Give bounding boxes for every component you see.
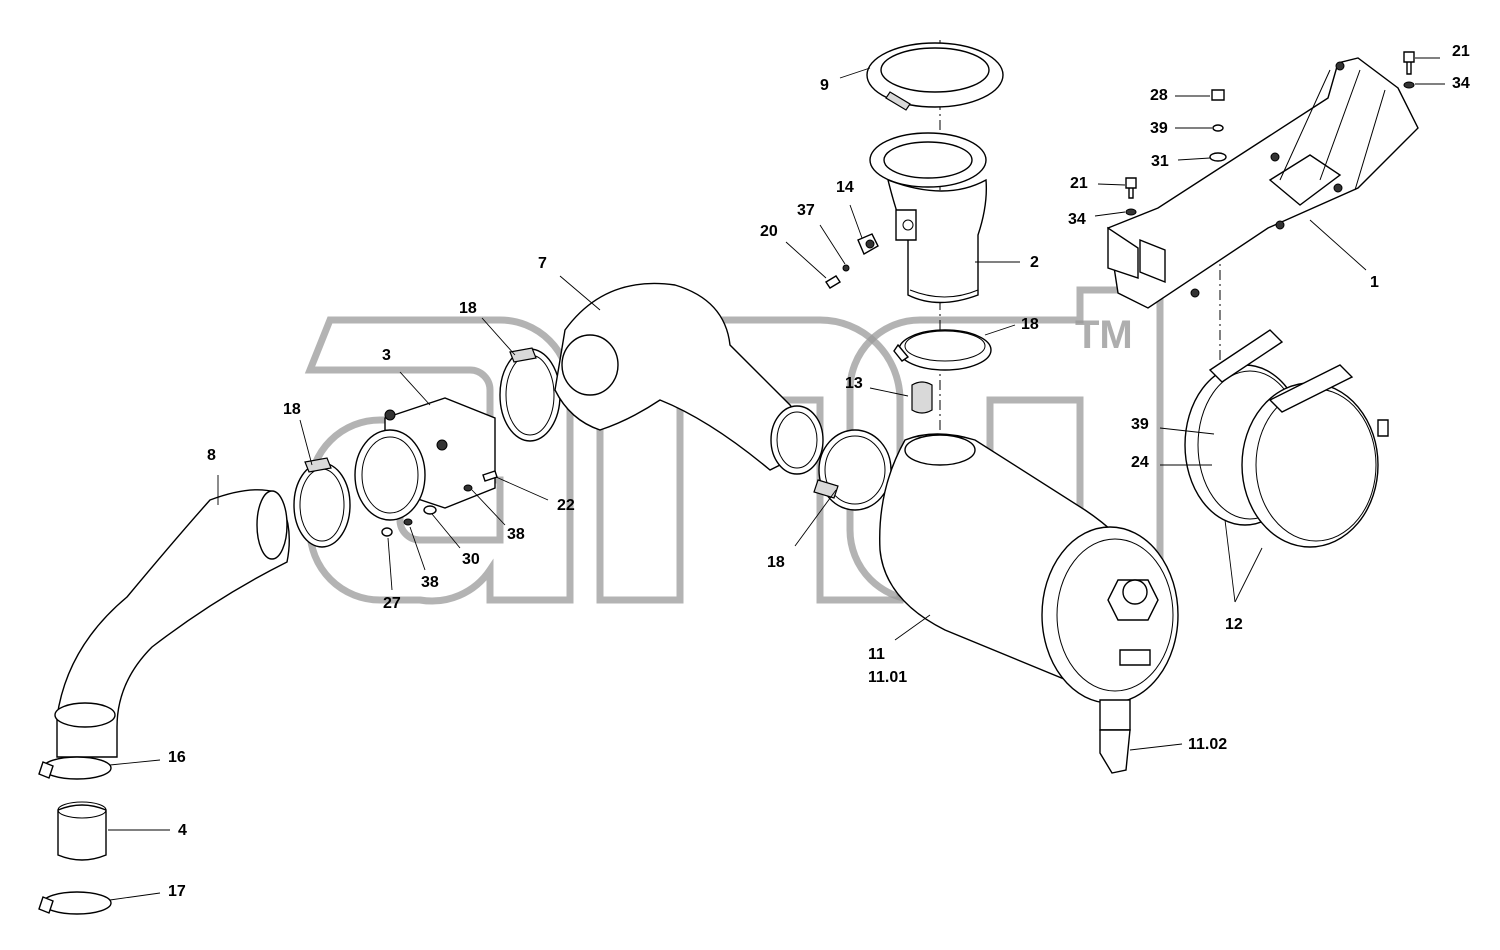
callout-37: 37 — [797, 202, 815, 219]
callout-9: 9 — [820, 77, 829, 94]
part-18-clamp-right — [813, 429, 892, 511]
part-14-sensor — [857, 233, 879, 255]
callout-27: 27 — [383, 595, 401, 612]
callout-28: 28 — [1150, 87, 1168, 104]
part-16-clamp — [38, 756, 112, 780]
callout-20: 20 — [760, 223, 778, 240]
callout-16: 16 — [168, 749, 186, 766]
callout-31: 31 — [1151, 153, 1169, 170]
part-37-washer — [842, 264, 850, 272]
callout-8: 8 — [207, 447, 216, 464]
part-3-adapter — [354, 397, 496, 521]
callout-18-left: 18 — [283, 401, 301, 418]
part-2-inlet-elbow — [869, 132, 988, 304]
part-7-elbow-hose — [554, 282, 824, 475]
part-11-air-filter — [879, 433, 1179, 704]
part-8-long-hose — [54, 489, 290, 758]
callout-11-02: 11.02 — [1188, 736, 1227, 753]
callout-21-right: 21 — [1452, 43, 1470, 60]
callout-11-01: 11.01 — [868, 669, 907, 686]
callout-1: 1 — [1370, 274, 1379, 291]
callout-7: 7 — [538, 255, 547, 272]
callout-38-upper: 38 — [507, 526, 525, 543]
callout-24: 24 — [1131, 454, 1149, 471]
part-18-clamp-top — [893, 329, 992, 371]
callout-22: 22 — [557, 497, 575, 514]
part-13-sleeve — [911, 381, 933, 414]
callout-13: 13 — [845, 375, 863, 392]
callout-21-left: 21 — [1070, 175, 1088, 192]
callout-34-left: 34 — [1068, 211, 1086, 228]
hardware-adapter-fasteners — [381, 470, 498, 537]
callout-18-right: 18 — [767, 554, 785, 571]
part-12-strap-bands — [1184, 329, 1389, 548]
callout-2: 2 — [1030, 254, 1039, 271]
callout-34-right: 34 — [1452, 75, 1470, 92]
callout-38-lower: 38 — [421, 574, 439, 591]
part-1-mounting-bracket — [1107, 57, 1419, 309]
callout-4: 4 — [178, 822, 187, 839]
callout-30: 30 — [462, 551, 480, 568]
callout-12: 12 — [1225, 616, 1243, 633]
part-18-clamp-middle — [499, 347, 561, 442]
callout-11: 11 — [868, 646, 885, 663]
part-11-02-valve — [1099, 699, 1131, 774]
leader-lines — [108, 57, 1445, 901]
part-20-screw — [825, 275, 841, 289]
callout-14: 14 — [836, 179, 854, 196]
part-9-seal-ring — [866, 42, 1004, 111]
callout-39-upper: 39 — [1150, 120, 1168, 137]
part-17-clamp — [38, 891, 112, 915]
part-4-coupling — [57, 801, 107, 861]
part-18-clamp-left — [293, 457, 351, 548]
callout-labels: 1 2 3 4 7 8 9 11 11.01 11.02 12 13 14 16… — [168, 43, 1470, 900]
callout-39-lower: 39 — [1131, 416, 1149, 433]
callout-3: 3 — [382, 347, 391, 364]
callout-17: 17 — [168, 883, 186, 900]
watermark-trademark: TM — [1075, 313, 1133, 357]
callout-18-top: 18 — [1021, 316, 1039, 333]
callout-18-middle: 18 — [459, 300, 477, 317]
